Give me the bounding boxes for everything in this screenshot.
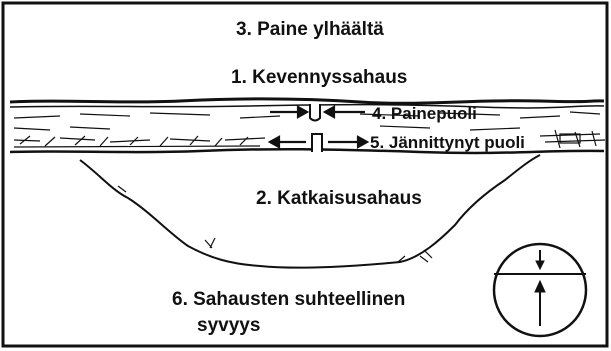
label-relative-depth-line2: syvyys <box>197 316 260 335</box>
label-pressure-side: 4. Painepuoli <box>372 105 477 122</box>
depth-indicator-icon <box>494 244 586 336</box>
label-cross-cut: 2. Katkaisusahaus <box>256 189 422 208</box>
label-relative-depth-line1: 6. Sahausten suhteellinen <box>172 290 405 309</box>
label-relief-cut: 1. Kevennyssahaus <box>231 68 407 87</box>
relief-cut-notch <box>310 104 320 121</box>
label-pressure-from-above: 3. Paine ylhäältä <box>236 20 384 39</box>
log-top-edge-inner <box>10 105 604 108</box>
log-top-edge <box>10 99 604 103</box>
cross-cut-slot <box>312 134 322 152</box>
label-tension-side: 5. Jännittynyt puoli <box>370 134 525 151</box>
ground-hollow-outline <box>80 155 540 268</box>
